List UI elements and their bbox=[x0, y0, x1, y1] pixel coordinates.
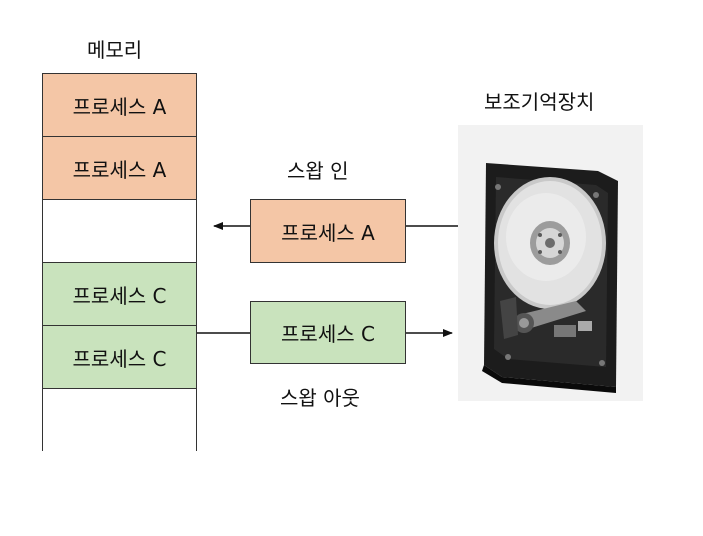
swap-out-label: 스왑 아웃 bbox=[280, 386, 360, 410]
memory-slot-3 bbox=[43, 200, 196, 263]
storage-title: 보조기억장치 bbox=[484, 90, 595, 114]
memory-slot-4: 프로세스 C bbox=[43, 263, 196, 326]
hard-disk-drive-icon bbox=[458, 125, 643, 401]
swap-out-process-box: 프로세스 C bbox=[250, 301, 406, 364]
swap-in-process-box: 프로세스 A bbox=[250, 199, 406, 263]
memory-column: 프로세스 A 프로세스 A 프로세스 C 프로세스 C bbox=[42, 73, 197, 452]
swap-in-label: 스왑 인 bbox=[287, 159, 349, 183]
memory-slot-2: 프로세스 A bbox=[43, 137, 196, 200]
memory-slot-5: 프로세스 C bbox=[43, 326, 196, 389]
memory-slot-6 bbox=[43, 389, 196, 452]
memory-title: 메모리 bbox=[87, 38, 143, 62]
memory-slot-1: 프로세스 A bbox=[43, 74, 196, 137]
